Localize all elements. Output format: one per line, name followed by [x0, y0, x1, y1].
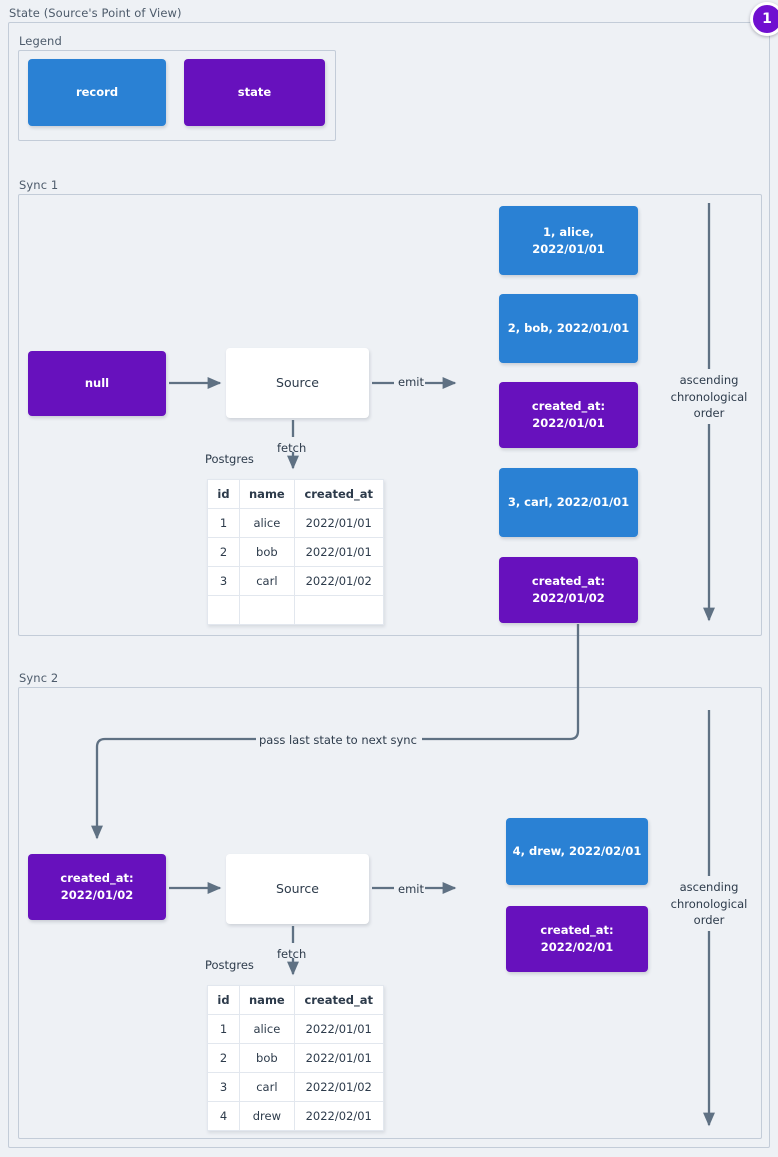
sync2-source-node: Source: [226, 854, 369, 924]
table-header-row: id name created_at: [207, 479, 384, 509]
cell: bob: [239, 537, 295, 567]
step-badge[interactable]: 1: [750, 2, 778, 36]
sync1-emitted-record-2: 2, bob, 2022/01/01: [499, 294, 638, 363]
cell: 1: [207, 1014, 240, 1044]
table-row: 3 carl 2022/01/02: [207, 566, 384, 596]
legend-swatch-record-label: record: [75, 85, 119, 100]
sync2-frame: [18, 687, 762, 1139]
sync2-input-state-line1: created_at:: [60, 871, 134, 886]
sync1-emitted-state-1-line2: 2022/01/01: [532, 416, 605, 430]
cell: 2: [207, 1043, 240, 1073]
cell: alice: [239, 1014, 295, 1044]
sync1-emit-label: emit: [398, 375, 424, 389]
cell: 3: [207, 1072, 240, 1102]
sync1-source-label: Source: [276, 374, 319, 390]
sync1-col-created-at: created_at: [293, 479, 384, 509]
cell: 3: [207, 566, 240, 596]
sync1-title: Sync 1: [19, 178, 59, 192]
cell: carl: [239, 566, 295, 596]
sync1-emitted-record-1: 1, alice, 2022/01/01: [499, 206, 638, 275]
sync1-input-state-label: null: [84, 376, 110, 391]
sync1-emitted-state-1: created_at: 2022/01/01: [499, 382, 638, 448]
sync1-frame: [18, 194, 762, 636]
legend-swatch-state: state: [184, 59, 325, 126]
table-row: 2 bob 2022/01/01: [207, 537, 384, 567]
sync1-emitted-state-2-line1: created_at:: [531, 574, 606, 589]
sync2-emitted-state-1: created_at: 2022/02/01: [506, 906, 648, 972]
sync1-emitted-state-2: created_at: 2022/01/02: [499, 557, 638, 623]
legend-frame: [18, 50, 336, 141]
table-row: 4 drew 2022/02/01: [207, 1101, 384, 1131]
sync2-col-id: id: [207, 985, 240, 1015]
sync1-emitted-state-1-line1: created_at:: [531, 399, 606, 414]
legend-title: Legend: [19, 34, 62, 48]
cell: 2022/01/02: [293, 1072, 384, 1102]
cell: [207, 595, 240, 625]
table-header-row: id name created_at: [207, 985, 384, 1015]
sync2-db-label: Postgres: [205, 958, 254, 972]
sync1-fetch-label: fetch: [277, 441, 307, 455]
table-row: 1 alice 2022/01/01: [207, 1014, 384, 1044]
sync2-title: Sync 2: [19, 671, 59, 685]
sync1-emitted-state-2-line2: 2022/01/02: [532, 591, 605, 605]
sync2-col-name: name: [239, 985, 295, 1015]
sync1-col-name: name: [239, 479, 295, 509]
page-title: State (Source's Point of View): [9, 6, 182, 20]
cell: 1: [207, 508, 240, 538]
sync1-emitted-record-2-line1: 2, bob, 2022/01/01: [507, 321, 630, 336]
sync2-input-state-line2: 2022/01/02: [60, 888, 134, 902]
sync2-emit-label: emit: [398, 882, 424, 896]
step-badge-label: 1: [762, 11, 772, 27]
sync2-emitted-record-1: 4, drew, 2022/02/01: [506, 818, 648, 885]
sync2-pass-state-label: pass last state to next sync: [259, 733, 417, 747]
sync2-input-state: created_at: 2022/01/02: [28, 854, 166, 920]
cell: [293, 595, 384, 625]
cell: 2022/01/01: [293, 508, 384, 538]
cell: 2022/01/01: [293, 1043, 384, 1073]
sync2-emitted-state-1-line1: created_at:: [540, 923, 614, 938]
cell: 2: [207, 537, 240, 567]
cell: drew: [239, 1101, 295, 1131]
sync2-emitted-state-1-line2: 2022/02/01: [540, 940, 614, 954]
table-row: 2 bob 2022/01/01: [207, 1043, 384, 1073]
sync2-postgres-table: id name created_at 1 alice 2022/01/01 2 …: [207, 985, 384, 1131]
sync2-emitted-record-1-line1: 4, drew, 2022/02/01: [512, 844, 642, 859]
cell: bob: [239, 1043, 295, 1073]
sync1-source-node: Source: [226, 348, 369, 418]
sync1-emitted-record-3-line1: 3, carl, 2022/01/01: [507, 495, 630, 510]
sync1-order-label: ascending chronological order: [670, 373, 748, 421]
cell: 2022/01/01: [293, 1014, 384, 1044]
sync1-emitted-record-3: 3, carl, 2022/01/01: [499, 468, 638, 537]
sync1-col-id: id: [207, 479, 240, 509]
cell: 2022/01/01: [293, 537, 384, 567]
sync1-postgres-table: id name created_at 1 alice 2022/01/01 2 …: [207, 479, 384, 625]
sync2-fetch-label: fetch: [277, 947, 307, 961]
cell: 4: [207, 1101, 240, 1131]
outer-frame: [8, 22, 770, 1148]
cell: 2022/01/02: [293, 566, 384, 596]
cell: [239, 595, 295, 625]
sync2-order-label: ascending chronological order: [670, 880, 748, 928]
cell: 2022/02/01: [293, 1101, 384, 1131]
cell: carl: [239, 1072, 295, 1102]
table-row: 1 alice 2022/01/01: [207, 508, 384, 538]
table-row-empty: [207, 595, 384, 625]
legend-swatch-state-label: state: [237, 85, 272, 100]
legend-swatch-record: record: [28, 59, 166, 126]
sync2-col-created-at: created_at: [293, 985, 384, 1015]
sync1-input-state: null: [28, 351, 166, 416]
sync1-emitted-record-1-line1: 1, alice, 2022/01/01: [532, 224, 605, 256]
sync1-db-label: Postgres: [205, 452, 254, 466]
table-row: 3 carl 2022/01/02: [207, 1072, 384, 1102]
sync2-source-label: Source: [276, 880, 319, 896]
cell: alice: [239, 508, 295, 538]
